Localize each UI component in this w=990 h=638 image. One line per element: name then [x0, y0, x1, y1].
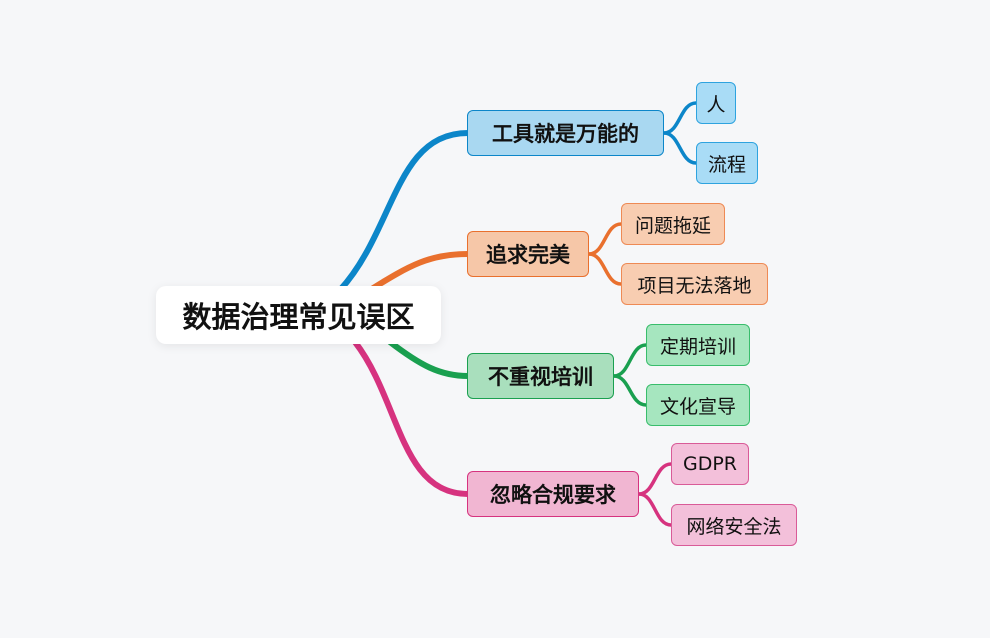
link-root-branch-3 — [387, 339, 471, 379]
branch-node-2[interactable]: 追求完美 — [467, 231, 589, 277]
leaf-node-4-1[interactable]: GDPR — [671, 443, 749, 485]
link-branch-1-leaf-1 — [662, 101, 698, 135]
leaf-node-1-2[interactable]: 流程 — [696, 142, 758, 184]
link-branch-4-leaf-1 — [637, 462, 673, 496]
branch-node-4[interactable]: 忽略合规要求 — [467, 471, 639, 517]
root-node[interactable]: 数据治理常见误区 — [156, 286, 441, 344]
link-branch-4-leaf-2 — [637, 492, 673, 527]
branch-node-3[interactable]: 不重视培训 — [467, 353, 614, 399]
link-branch-1-leaf-2 — [662, 131, 698, 165]
leaf-node-3-2[interactable]: 文化宣导 — [646, 384, 750, 426]
link-branch-2-leaf-2 — [587, 252, 623, 286]
link-branch-3-leaf-2 — [612, 374, 648, 407]
leaf-node-1-1[interactable]: 人 — [696, 82, 736, 124]
branch-node-1[interactable]: 工具就是万能的 — [467, 110, 664, 156]
leaf-node-3-1[interactable]: 定期培训 — [646, 324, 750, 366]
link-branch-3-leaf-1 — [612, 343, 648, 378]
link-root-branch-4 — [352, 339, 471, 497]
leaf-node-2-1[interactable]: 问题拖延 — [621, 203, 725, 245]
link-root-branch-2 — [367, 251, 471, 293]
leaf-node-2-2[interactable]: 项目无法落地 — [621, 263, 768, 305]
link-branch-2-leaf-1 — [587, 222, 623, 256]
link-root-branch-1 — [337, 130, 471, 293]
leaf-node-4-2[interactable]: 网络安全法 — [671, 504, 797, 546]
